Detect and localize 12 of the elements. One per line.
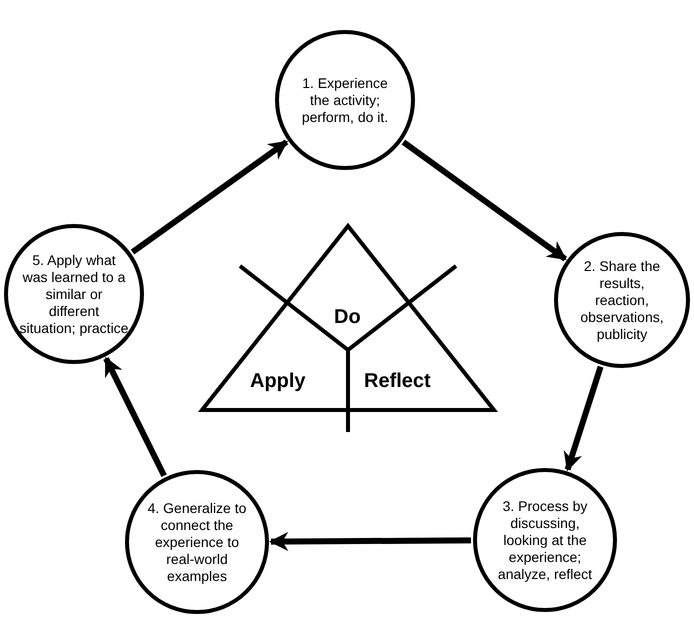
step-text: 1. Experience the activity; perform, do it. <box>300 74 390 126</box>
arrow <box>269 532 472 552</box>
section-label: Apply <box>250 370 306 393</box>
arrow <box>564 366 604 472</box>
step-text: 3. Process by discussing, looking at the experience; analyze, reflect <box>496 498 594 582</box>
step-text: 2. Share the results, reaction, observations, publicity <box>579 258 665 342</box>
arrow <box>402 140 567 262</box>
section-label: Reflect <box>364 370 431 393</box>
section-label: Do <box>334 306 361 329</box>
arrow <box>103 356 167 478</box>
step-text: 4. Generalize to connect the experience to real-world examples <box>146 500 248 584</box>
step-text: 5. Apply what was learned to a similar or different situation; practice <box>19 252 129 336</box>
